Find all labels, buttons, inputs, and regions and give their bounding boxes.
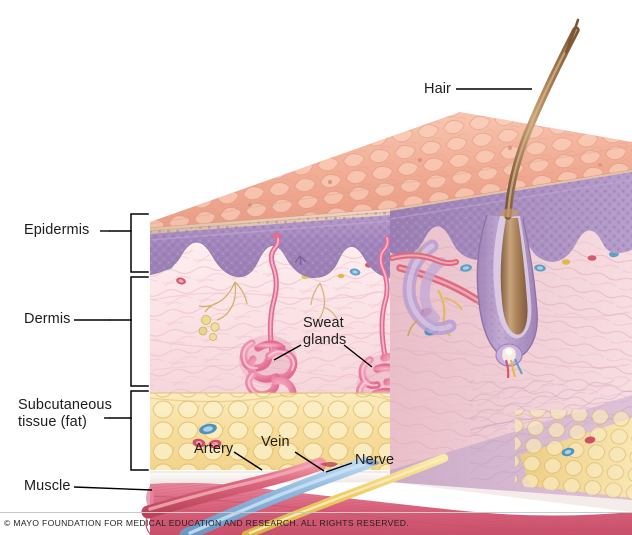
leader-lines xyxy=(73,88,532,491)
label-sweat-glands-line1: Sweat xyxy=(303,315,344,331)
label-sweat-glands-line2: glands xyxy=(303,332,347,348)
artery-vessel xyxy=(141,457,338,519)
subcutaneous-fat-layer-front xyxy=(150,392,390,470)
fat-right-pocket xyxy=(515,410,632,500)
credit-divider xyxy=(0,512,632,513)
block-right-face xyxy=(390,172,632,500)
label-nerve: Nerve xyxy=(355,452,395,468)
layer-brackets xyxy=(109,213,149,471)
sebaceous-gland xyxy=(402,239,457,337)
hair-follicle xyxy=(389,18,580,379)
label-subcutaneous-line1: Subcutaneous xyxy=(18,397,112,413)
sweat-gland-left xyxy=(239,232,298,408)
copyright-notice: © MAYO FOUNDATION FOR MEDICAL EDUCATION … xyxy=(4,518,410,528)
vein-vessel xyxy=(179,456,380,535)
label-muscle: Muscle xyxy=(24,478,71,494)
label-hair: Hair xyxy=(424,81,451,97)
label-artery: Artery xyxy=(194,441,234,457)
nerve-fiber xyxy=(241,453,449,535)
label-epidermis: Epidermis xyxy=(24,222,90,238)
hair-bulb xyxy=(495,343,523,379)
label-subcutaneous-line2: tissue (fat) xyxy=(18,414,87,430)
label-vein: Vein xyxy=(261,434,290,450)
label-dermis: Dermis xyxy=(24,311,71,327)
